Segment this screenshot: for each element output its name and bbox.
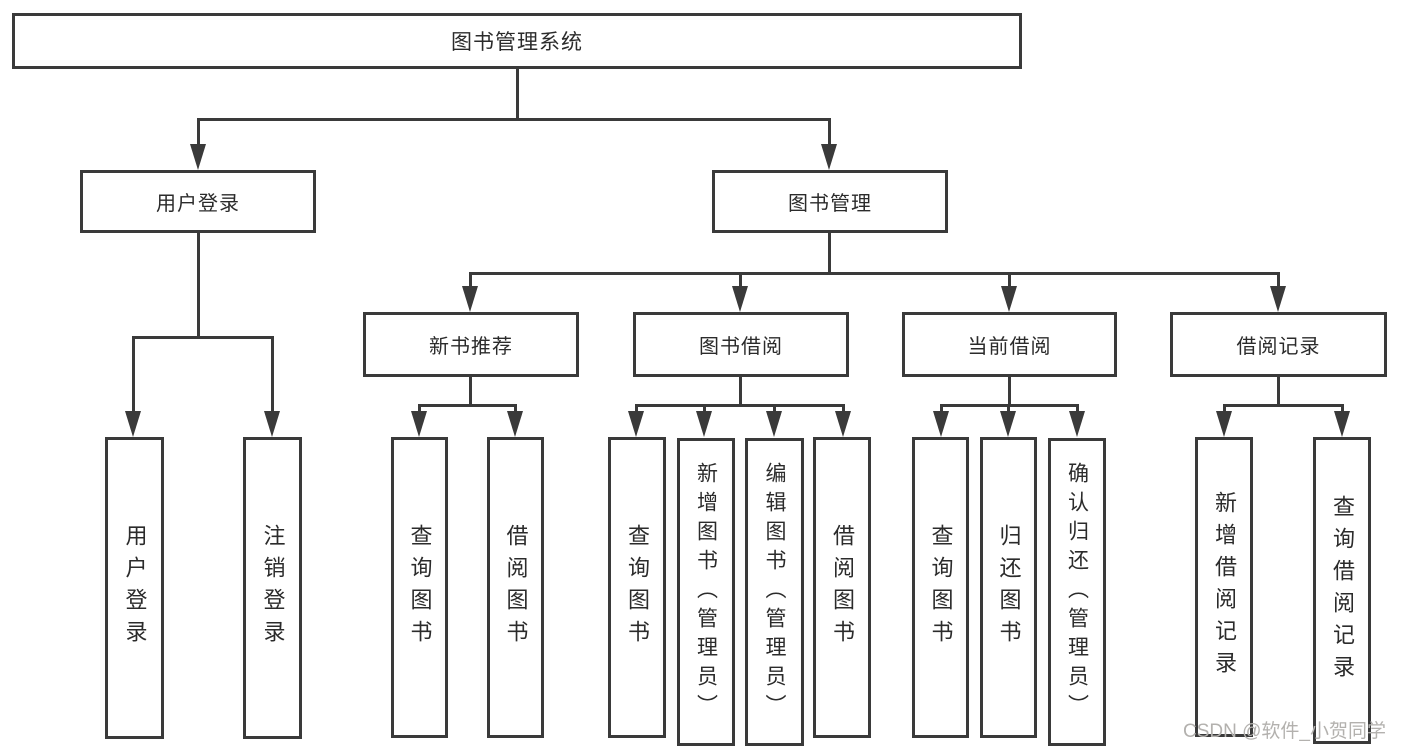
- arrowhead-down-icon: [821, 144, 837, 170]
- connector-book-borrow-splitter: [635, 404, 845, 407]
- connector-drop-logout-leaf: [271, 336, 274, 413]
- leaf-label: 借阅图书: [830, 523, 855, 652]
- arrowhead-down-icon: [125, 411, 141, 437]
- leaf-user-login: 用户登录: [105, 437, 164, 739]
- leaf-confirm-return-admin: 确认归还（管理员）: [1048, 438, 1106, 746]
- node-label: 当前借阅: [967, 336, 1052, 358]
- leaf-borrow-books: 借阅图书: [813, 437, 871, 738]
- connector-drop-leaf: [1007, 404, 1010, 414]
- connector-new-book-stem: [469, 377, 472, 404]
- arrowhead-down-icon: [411, 411, 427, 437]
- arrowhead-down-icon: [933, 411, 949, 437]
- leaf-label: 查询借阅记录: [1330, 494, 1355, 687]
- connector-drop-leaf: [1341, 404, 1344, 414]
- connector-borrow-records-splitter: [1223, 404, 1344, 407]
- node-library-management-system: 图书管理系统: [12, 13, 1022, 69]
- node-new-book-recommend: 新书推荐: [363, 312, 579, 377]
- connector-drop-login-leaf: [132, 336, 135, 413]
- leaf-return-books: 归还图书: [980, 437, 1037, 738]
- arrowhead-down-icon: [462, 286, 478, 312]
- arrowhead-down-icon: [766, 411, 782, 437]
- node-current-borrow: 当前借阅: [902, 312, 1117, 377]
- connector-drop-book-borrow: [739, 272, 742, 287]
- leaf-label: 新增图书（管理员）: [694, 461, 718, 723]
- connector-drop-leaf: [635, 404, 638, 414]
- leaf-label: 用户登录: [122, 524, 148, 652]
- connector-book-management-splitter: [469, 272, 1280, 275]
- connector-current-borrow-stem: [1008, 377, 1011, 404]
- leaf-logout: 注销登录: [243, 437, 302, 739]
- arrowhead-down-icon: [1000, 411, 1016, 437]
- connector-new-book-splitter: [418, 404, 517, 407]
- leaf-query-books-current: 查询图书: [912, 437, 969, 738]
- arrowhead-down-icon: [507, 411, 523, 437]
- connector-book-borrow-stem: [739, 377, 742, 404]
- leaf-label: 确认归还（管理员）: [1065, 461, 1089, 723]
- watermark: CSDN @软件_小贺同学: [1183, 721, 1386, 742]
- arrowhead-down-icon: [264, 411, 280, 437]
- connector-user-login-stem: [197, 233, 200, 336]
- leaf-add-books-admin: 新增图书（管理员）: [677, 438, 735, 746]
- leaf-borrow-books-recommend: 借阅图书: [487, 437, 544, 738]
- leaf-label: 注销登录: [260, 524, 286, 652]
- arrowhead-down-icon: [732, 286, 748, 312]
- connector-drop-leaf: [703, 404, 706, 414]
- leaf-query-books-borrow: 查询图书: [608, 437, 666, 738]
- connector-drop-leaf: [1223, 404, 1226, 414]
- connector-drop-borrow-records: [1277, 272, 1280, 287]
- leaf-label: 查询图书: [407, 523, 433, 652]
- node-label: 图书借阅: [699, 336, 783, 358]
- leaf-label: 新增借阅记录: [1212, 491, 1237, 683]
- connector-drop-leaf: [842, 404, 845, 414]
- arrowhead-down-icon: [696, 411, 712, 437]
- leaf-query-books-recommend: 查询图书: [391, 437, 448, 738]
- node-borrow-records: 借阅记录: [1170, 312, 1387, 377]
- connector-root-stem: [516, 68, 519, 118]
- arrowhead-down-icon: [628, 411, 644, 437]
- connector-drop-leaf: [1076, 404, 1079, 414]
- connector-user-login-splitter: [132, 336, 274, 339]
- arrowhead-down-icon: [1001, 286, 1017, 312]
- arrowhead-down-icon: [1270, 286, 1286, 312]
- node-book-borrow: 图书借阅: [633, 312, 849, 377]
- connector-drop-leaf: [940, 404, 943, 414]
- arrowhead-down-icon: [1216, 411, 1232, 437]
- connector-drop-user-login: [197, 118, 200, 146]
- leaf-label: 查询图书: [625, 523, 650, 652]
- leaf-add-borrow-record: 新增借阅记录: [1195, 437, 1253, 737]
- connector-root-splitter: [197, 118, 831, 121]
- node-label: 用户登录: [156, 193, 240, 215]
- connector-borrow-records-stem: [1277, 377, 1280, 404]
- node-label: 新书推荐: [429, 336, 513, 358]
- leaf-label: 归还图书: [996, 523, 1022, 652]
- leaf-query-borrow-record: 查询借阅记录: [1313, 437, 1371, 744]
- arrowhead-down-icon: [1334, 411, 1350, 437]
- leaf-label: 编辑图书（管理员）: [763, 461, 786, 723]
- leaf-label: 查询图书: [928, 523, 954, 652]
- connector-drop-leaf: [773, 404, 776, 414]
- connector-drop-current-borrow: [1008, 272, 1011, 287]
- connector-drop-leaf: [418, 404, 421, 414]
- connector-drop-leaf: [514, 404, 517, 414]
- arrowhead-down-icon: [1069, 411, 1085, 437]
- node-label: 借阅记录: [1236, 336, 1321, 358]
- leaf-label: 借阅图书: [503, 523, 529, 652]
- connector-drop-book-management: [828, 118, 831, 146]
- connector-book-management-stem: [828, 233, 831, 272]
- arrowhead-down-icon: [190, 144, 206, 170]
- node-label: 图书管理: [788, 193, 872, 215]
- connector-drop-new-book: [469, 272, 472, 287]
- node-label: 图书管理系统: [451, 31, 583, 54]
- node-book-management: 图书管理: [712, 170, 948, 233]
- node-user-login: 用户登录: [80, 170, 316, 233]
- leaf-edit-books-admin: 编辑图书（管理员）: [745, 438, 804, 746]
- arrowhead-down-icon: [835, 411, 851, 437]
